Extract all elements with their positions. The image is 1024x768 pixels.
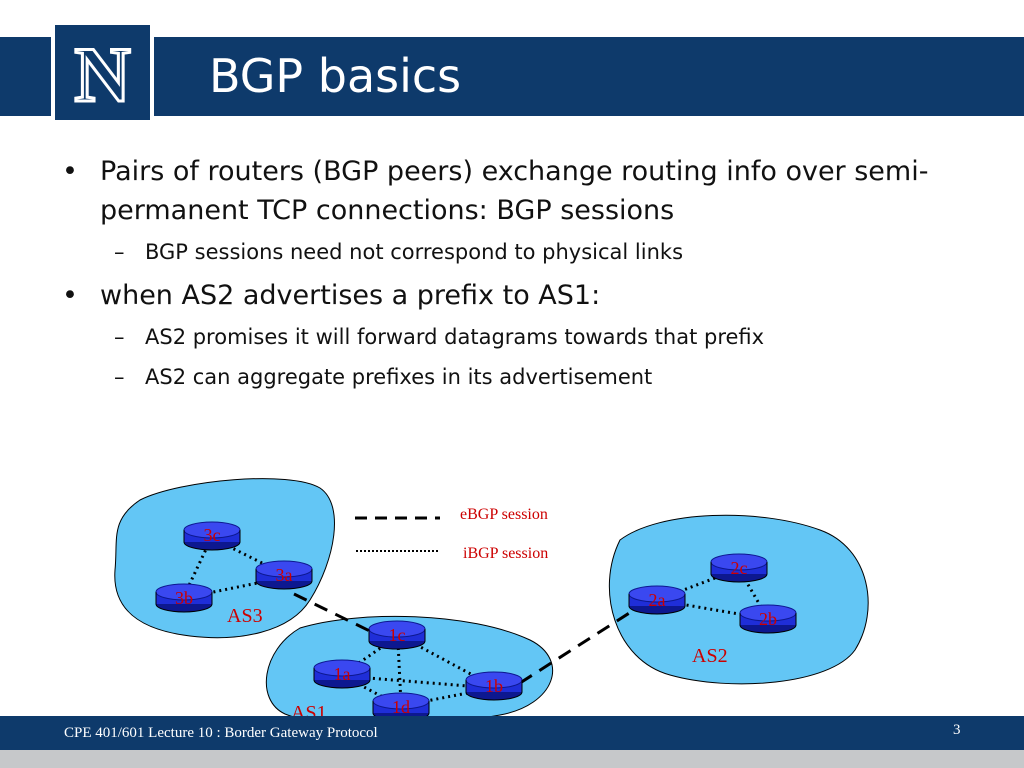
dash-icon: – xyxy=(114,240,125,264)
page-title: BGP basics xyxy=(209,49,462,103)
bullet-text: Pairs of routers (BGP peers) exchange ro… xyxy=(100,156,929,226)
university-logo: N xyxy=(51,21,154,124)
router-1c-label: 1c xyxy=(389,625,406,645)
footer-bar xyxy=(0,716,1024,750)
footer-text: CPE 401/601 Lecture 10 : Border Gateway … xyxy=(64,725,378,741)
sub-bullet-text: BGP sessions need not correspond to phys… xyxy=(145,240,684,264)
router-3c-label: 3c xyxy=(204,525,221,545)
sub-bullet-item: – AS2 can aggregate prefixes in its adve… xyxy=(62,361,992,393)
router-3a-label: 3a xyxy=(276,565,293,585)
title-bar xyxy=(0,37,1024,116)
sub-bullet-item: – AS2 promises it will forward datagrams… xyxy=(62,321,992,353)
bullet-list: • Pairs of routers (BGP peers) exchange … xyxy=(62,152,992,401)
legend-ebgp-label: eBGP session xyxy=(460,506,548,523)
ebgp-sessions xyxy=(293,592,635,685)
bullet-item: • when AS2 advertises a prefix to AS1: xyxy=(62,276,992,315)
as2-cloud xyxy=(608,514,869,685)
logo-letter: N xyxy=(74,31,130,118)
router-1d-label: 1d xyxy=(392,697,410,717)
dash-icon: – xyxy=(114,325,125,349)
ibgp-1c-1a xyxy=(342,636,396,676)
bullet-icon: • xyxy=(62,280,78,311)
legend-ibgp-label: iBGP session xyxy=(463,545,548,562)
router-2b-label: 2b xyxy=(759,609,777,629)
router-1a-label: 1a xyxy=(334,664,351,684)
logo-background: N xyxy=(55,25,150,120)
page-number: 3 xyxy=(953,722,961,738)
ibgp-1c-1d xyxy=(396,641,403,705)
bullet-icon: • xyxy=(62,156,78,187)
as2-label: AS2 xyxy=(692,645,728,667)
sub-bullet-item: – BGP sessions need not correspond to ph… xyxy=(62,236,992,268)
router-2c-label: 2c xyxy=(731,558,748,578)
logo-n-icon: N xyxy=(73,30,132,120)
ebgp-3a-1c xyxy=(293,592,381,638)
router-2a-label: 2a xyxy=(649,590,666,610)
bullet-text: when AS2 advertises a prefix to AS1: xyxy=(100,280,601,311)
router-3b-label: 3b xyxy=(175,588,193,608)
as3-label: AS3 xyxy=(227,605,263,627)
dash-icon: – xyxy=(114,365,125,389)
footer-strip xyxy=(0,750,1024,768)
router-1b-label: 1b xyxy=(485,676,503,696)
bullet-item: • Pairs of routers (BGP peers) exchange … xyxy=(62,152,992,230)
sub-bullet-text: AS2 promises it will forward datagrams t… xyxy=(145,325,765,349)
sub-bullet-text: AS2 can aggregate prefixes in its advert… xyxy=(145,365,653,389)
as3-cloud xyxy=(114,478,335,639)
